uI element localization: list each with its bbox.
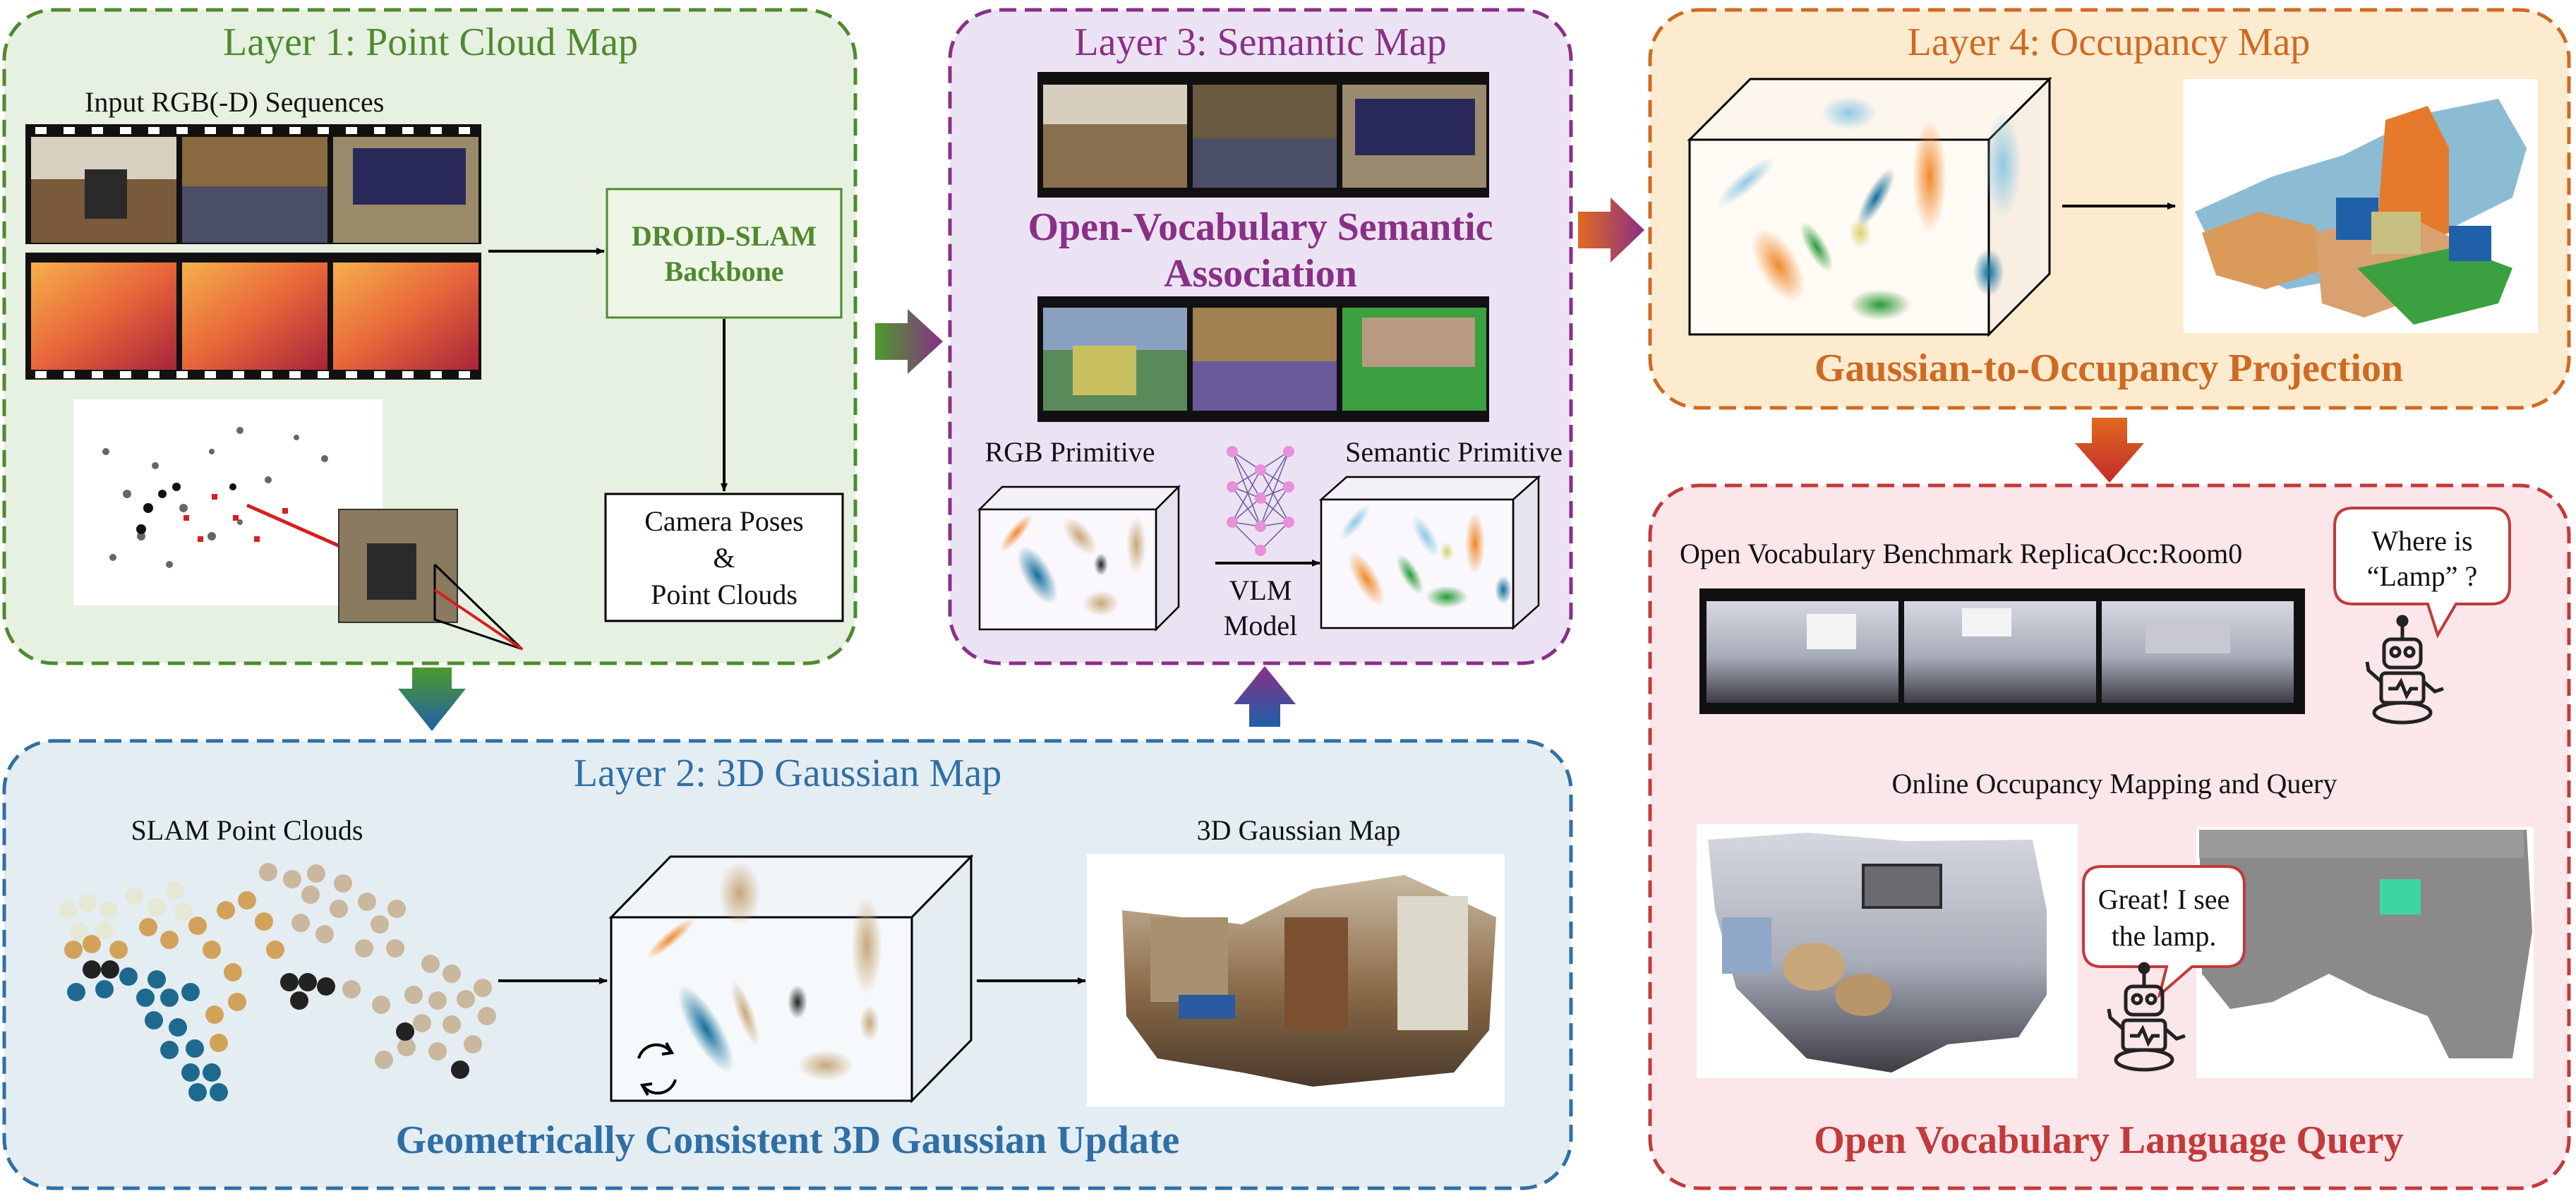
benchmark-label: Open Vocabulary Benchmark ReplicaOcc:Roo…	[1680, 538, 2242, 569]
outputs-line2: &	[713, 542, 735, 574]
bubble2-line1: Great! I see	[2098, 883, 2230, 915]
occupancy-query-image	[2196, 827, 2534, 1078]
arrow-layer1-to-layer2	[398, 668, 466, 731]
online-mapping-image	[1697, 824, 2078, 1078]
vlm-line1: VLM	[1229, 574, 1292, 606]
gaussian-cube	[608, 854, 974, 1104]
online-mapping-label: Online Occupancy Mapping and Query	[1892, 768, 2337, 799]
query-bubble-1: Where is “Lamp” ?	[2333, 507, 2511, 639]
robot-icon-2	[2107, 962, 2186, 1072]
occupancy-voxel-image	[2184, 79, 2538, 333]
robot-icon-1	[2365, 615, 2444, 725]
semantic-primitive-cube	[1318, 475, 1541, 630]
occupancy-gaussian-cube	[1687, 76, 2052, 337]
layer4-caption: Gaussian-to-Occupancy Projection	[1814, 346, 2403, 390]
rgb-film-strip	[25, 124, 481, 244]
arrow-layer2-to-layer3	[1234, 666, 1296, 727]
backbone-line2: Backbone	[665, 255, 784, 287]
slam-point-clouds-label: SLAM Point Clouds	[131, 814, 363, 846]
rgb-primitive-label: RGB Primitive	[985, 436, 1155, 468]
layer2-caption: Geometrically Consistent 3D Gaussian Upd…	[396, 1118, 1180, 1162]
arrow-layer1-to-layer3	[875, 309, 943, 374]
layer4-title: Layer 4: Occupancy Map	[1908, 20, 2311, 64]
outputs-line3: Point Clouds	[651, 579, 798, 610]
outputs-line1: Camera Poses	[644, 505, 804, 537]
slam-dot-cloud	[59, 863, 496, 1101]
association-line1: Open-Vocabulary Semantic	[1028, 205, 1493, 249]
vlm-network-icon	[1227, 446, 1294, 556]
bubble2-line2: the lamp.	[2112, 920, 2217, 952]
query-bubble-2: Great! I see the lamp.	[2082, 865, 2246, 999]
slam-point-cloud-image	[73, 399, 524, 651]
arrow-layer4-to-query	[2075, 418, 2144, 483]
layer1-title: Layer 1: Point Cloud Map	[223, 20, 638, 64]
semantic-mask-film-strip	[1037, 296, 1489, 422]
bubble1-line2: “Lamp” ?	[2367, 560, 2478, 592]
arrow-layer3-to-layer4	[1578, 198, 1644, 262]
query-caption: Open Vocabulary Language Query	[1814, 1118, 2403, 1162]
droid-slam-backbone-box: DROID-SLAM Backbone	[606, 188, 843, 319]
gaussian-map-image	[1087, 854, 1505, 1106]
layer3-title: Layer 3: Semantic Map	[1074, 20, 1446, 64]
gaussian-map-label: 3D Gaussian Map	[1197, 814, 1401, 846]
refresh-icon	[637, 1042, 677, 1096]
rgb-primitive-cube	[977, 484, 1181, 632]
backbone-line1: DROID-SLAM	[632, 220, 817, 252]
semantic-primitive-label: Semantic Primitive	[1345, 436, 1563, 468]
vlm-line2: Model	[1224, 610, 1297, 641]
depth-film-strip	[25, 253, 481, 380]
bubble1-line1: Where is	[2371, 525, 2472, 557]
semantic-rgb-film-strip	[1037, 72, 1489, 198]
layer2-title: Layer 2: 3D Gaussian Map	[574, 751, 1002, 795]
input-sequences-label: Input RGB(-D) Sequences	[85, 86, 384, 118]
camera-poses-box: Camera Poses & Point Clouds	[604, 493, 844, 622]
query-film-strip	[1699, 588, 2305, 714]
association-line2: Association	[1164, 252, 1357, 296]
